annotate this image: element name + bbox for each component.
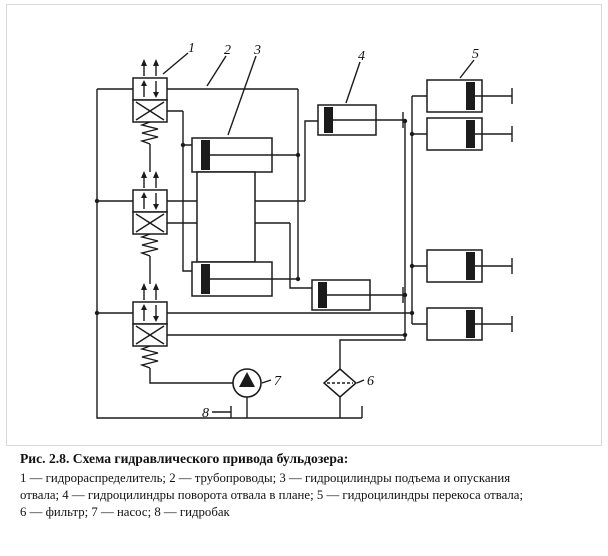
figure-caption: Рис. 2.8. Схема гидравлического привода …	[20, 451, 596, 521]
caption-legend-line-1: 1 — гидрораспределитель; 2 — трубопровод…	[20, 471, 511, 485]
callout-pipelines: 2	[224, 43, 231, 58]
directional-valve-2	[132, 171, 168, 257]
callout-distributor: 1	[188, 41, 195, 56]
tilt-cylinder-top	[317, 104, 405, 136]
tilt-cylinder-bottom	[311, 279, 405, 311]
callout-leaders	[162, 52, 475, 413]
tank	[230, 406, 363, 419]
filter	[322, 368, 358, 398]
callout-pump: 7	[274, 374, 282, 389]
callout-tank: 8	[202, 406, 209, 421]
caption-legend-line-2: отвала; 4 — гидроцилиндры поворота отвал…	[20, 488, 524, 502]
directional-valve-1	[132, 59, 168, 145]
junction-dots	[94, 118, 415, 338]
callout-lift-cylinders: 3	[253, 43, 261, 58]
skew-cylinder-3	[426, 249, 513, 283]
callout-numbers: 1 2 3 4 5 6 7 8	[188, 41, 479, 421]
callout-skew-cylinders: 5	[472, 47, 479, 62]
figure-border	[6, 4, 602, 446]
skew-cylinder-4	[426, 307, 513, 341]
directional-valve-3	[132, 283, 168, 369]
callout-filter: 6	[367, 374, 374, 389]
caption-title: Рис. 2.8. Схема гидравлического привода …	[20, 451, 349, 466]
skew-cylinder-1	[426, 79, 513, 113]
callout-tilt-cylinders: 4	[358, 49, 365, 64]
hydraulic-schematic: 1 2 3 4 5 6 7 8	[94, 41, 513, 421]
lift-cylinder-top	[191, 137, 298, 173]
skew-cylinder-2	[426, 117, 513, 151]
lift-cylinder-bottom	[191, 261, 298, 297]
blade-frame	[196, 171, 256, 263]
caption-legend-line-3: 6 — фильтр; 7 — насос; 8 — гидробак	[20, 505, 230, 519]
pump	[232, 368, 262, 398]
